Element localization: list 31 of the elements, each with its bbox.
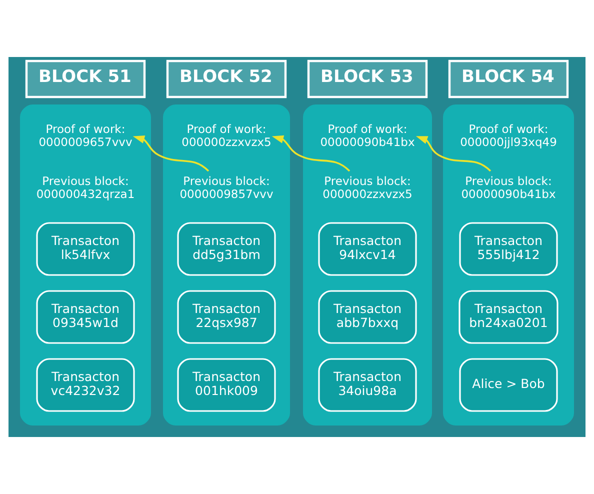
arrow xyxy=(416,136,492,172)
node-box: Transacton 001hk009 xyxy=(177,358,276,412)
node-text: Proof of work: 0000009657vvv xyxy=(38,122,132,150)
node-box: Transacton 94lxcv14 xyxy=(318,222,417,276)
node-box: Transacton bn24xa0201 xyxy=(458,290,558,344)
cluster xyxy=(163,104,290,426)
node-box: Transacton vc4232v32 xyxy=(36,358,135,412)
node-text: Previous block: 00000090b41bx xyxy=(461,174,556,202)
node-box: Transacton 34oiu98a xyxy=(318,358,417,412)
node-text: Proof of work: 00000090b41bx xyxy=(320,122,415,150)
node-box: BLOCK 52 xyxy=(166,60,287,98)
cluster xyxy=(443,104,574,426)
node-box: Transacton 555lbj412 xyxy=(459,222,558,276)
arrow xyxy=(272,135,350,172)
arrow xyxy=(132,136,210,172)
node-box: BLOCK 51 xyxy=(25,60,146,98)
node-box: Transacton lk54lfvx xyxy=(36,222,135,276)
node-text: Proof of work: 000000zzxvzx5 xyxy=(182,122,272,150)
node-text: Previous block: 000000432qrza1 xyxy=(36,174,135,202)
node-text: Proof of work: 000000jjl93xq49 xyxy=(460,122,557,150)
node-box: Alice > Bob xyxy=(459,358,558,412)
node-box: BLOCK 53 xyxy=(307,60,428,98)
node-box: Transacton 22qsx987 xyxy=(177,290,276,344)
node-text: Previous block: 0000009857vvv xyxy=(180,174,274,202)
node-box: Transacton dd5g31bm xyxy=(177,222,276,276)
cluster xyxy=(303,104,432,426)
node-box: Transacton abb7bxxq xyxy=(318,290,417,344)
cluster xyxy=(20,104,151,426)
node-box: BLOCK 54 xyxy=(448,60,569,98)
node-box: Transacton 09345w1d xyxy=(36,290,135,344)
node-text: Previous block: 000000zzxvzx5 xyxy=(322,174,412,202)
